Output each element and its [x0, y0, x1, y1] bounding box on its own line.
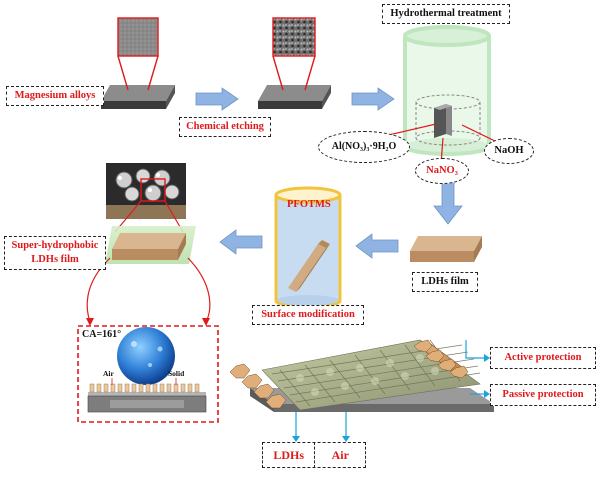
label-hydrothermal: Hydrothermal treatment — [390, 7, 502, 19]
arrow-1 — [195, 87, 239, 111]
droplet-photo — [106, 163, 186, 219]
label-pfotms: PFOTMS — [287, 199, 331, 210]
magnified-surface-rough — [272, 17, 316, 91]
divider — [314, 442, 316, 468]
reagent-naoh: NaOH — [484, 138, 534, 164]
label-box-etching: Chemical etching — [179, 117, 271, 137]
label-box-magnesium: Magnesium alloys — [6, 86, 104, 106]
label-superhydrophobic-1: Super-hydrophobic — [11, 240, 99, 251]
label-surface-mod: Surface modification — [261, 308, 355, 320]
label-box-active: Active protection — [490, 347, 596, 369]
superhydrophobic-plate — [105, 226, 196, 264]
label-passive: Passive protection — [502, 388, 584, 400]
label-box-superhydrophobic: Super-hydrophobic LDHs film — [4, 236, 106, 270]
label-box-ldh-film: LDHs film — [412, 272, 478, 292]
label-box-passive: Passive protection — [490, 384, 596, 406]
curve-right — [187, 257, 211, 323]
label-al-nitrate: Al(NO₃)₃·9H₂O — [331, 141, 397, 152]
label-active: Active protection — [504, 351, 582, 363]
label-nano3: NaNO₃ — [426, 164, 458, 176]
label-solid-small: Solid — [168, 369, 185, 378]
label-etching: Chemical etching — [186, 120, 264, 132]
label-ldh-film: LDHs film — [421, 275, 469, 287]
arrow-2 — [351, 87, 395, 111]
label-magnesium: Magnesium alloys — [14, 89, 96, 101]
contact-angle-panel — [77, 325, 219, 423]
label-air: Air — [331, 448, 349, 462]
ldh-film-plate — [410, 236, 482, 262]
etched-plate — [258, 85, 331, 109]
label-ldhs: LDHs — [273, 448, 305, 462]
arrow-down — [433, 177, 463, 225]
arrow-left-2 — [219, 229, 263, 255]
label-air-small: Air — [103, 369, 114, 378]
label-box-ldhs-air: LDHs Air — [262, 442, 366, 468]
hydrothermal-reactor — [403, 25, 491, 156]
magnified-surface-smooth — [117, 17, 159, 91]
label-contact-angle: CA=161° — [82, 329, 122, 340]
connectors — [295, 340, 484, 440]
label-box-surface-mod: Surface modification — [252, 305, 364, 325]
label-superhydrophobic-2: LDHs film — [31, 253, 79, 265]
magnesium-plate — [101, 85, 175, 109]
pfotms-beaker — [274, 186, 342, 309]
label-box-hydrothermal: Hydrothermal treatment — [382, 4, 510, 24]
protection-schematic — [229, 339, 494, 412]
arrow-left-1 — [355, 233, 399, 259]
reagent-nano3: NaNO₃ — [415, 158, 469, 184]
reagent-al-nitrate: Al(NO₃)₃·9H₂O — [318, 131, 410, 163]
label-naoh: NaOH — [494, 144, 524, 156]
leader-naoh — [461, 124, 498, 143]
